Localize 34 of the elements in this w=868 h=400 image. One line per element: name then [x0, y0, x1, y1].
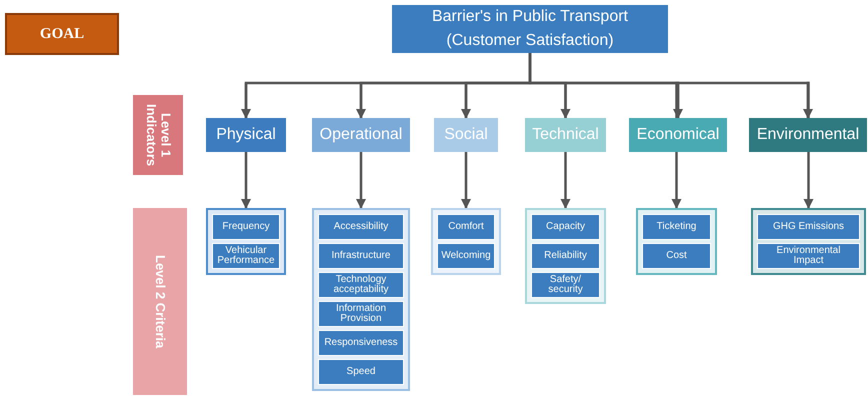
- criterion-box: Responsiveness: [318, 330, 404, 356]
- arrow: [528, 53, 813, 119]
- indicator-box: Social: [434, 118, 498, 152]
- criteria-group-box: [312, 208, 410, 391]
- criterion-box: Vehicular Performance: [212, 243, 280, 269]
- criteria-group-box: [431, 208, 501, 275]
- indicator-box: Physical: [206, 118, 286, 152]
- criteria-group-box: [206, 208, 286, 275]
- criterion-box: Infrastructure: [318, 243, 404, 269]
- criterion-box: Frequency: [212, 214, 280, 240]
- criterion-box: Cost: [642, 243, 711, 269]
- criterion-box: Information Provision: [318, 301, 404, 327]
- criterion-box: Welcoming: [437, 243, 495, 269]
- level-band: Level 1 Indicators: [133, 95, 183, 175]
- criteria-group-box: [525, 208, 606, 304]
- criteria-group-box: [751, 208, 866, 275]
- goal-box: GOAL: [5, 13, 119, 55]
- criterion-box: Safety/ security: [531, 272, 600, 298]
- criterion-box: Accessibility: [318, 214, 404, 240]
- indicator-box: Economical: [629, 118, 727, 152]
- criterion-box: Environmental Impact: [757, 243, 860, 269]
- criterion-box: Ticketing: [642, 214, 711, 240]
- level-band: Level 2 Criteria: [133, 208, 187, 395]
- criterion-box: Speed: [318, 359, 404, 385]
- goal-box: Barrier's in Public Transport (Customer Satisfaction): [392, 5, 668, 53]
- criterion-box: Capacity: [531, 214, 600, 240]
- indicator-box: Operational: [312, 118, 410, 152]
- criterion-box: GHG Emissions: [757, 214, 860, 240]
- criterion-box: Comfort: [437, 214, 495, 240]
- criterion-box: Technology acceptability: [318, 272, 404, 298]
- criterion-box: Reliability: [531, 243, 600, 269]
- criteria-group-box: [636, 208, 717, 275]
- indicator-box: Environmental: [749, 118, 867, 152]
- indicator-box: Technical: [525, 118, 606, 152]
